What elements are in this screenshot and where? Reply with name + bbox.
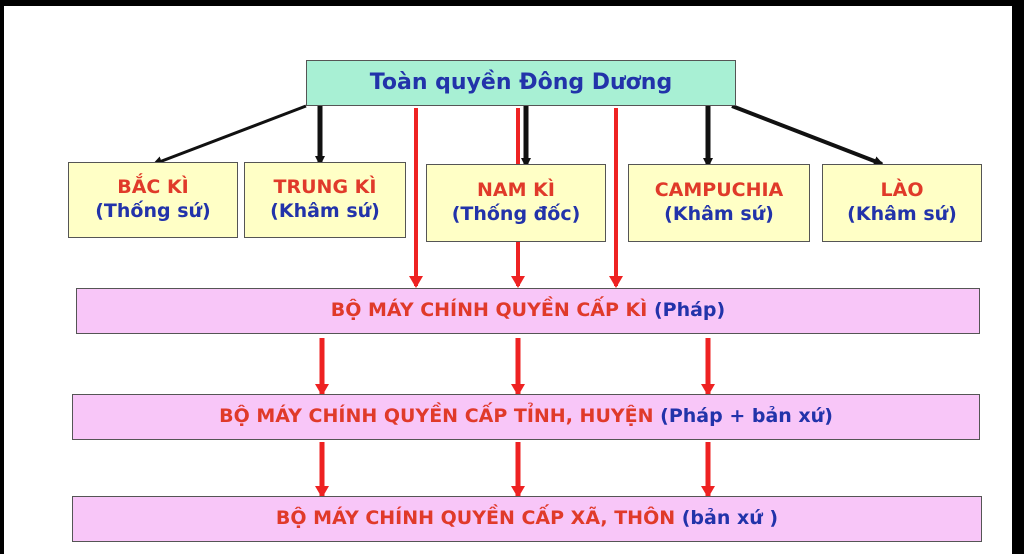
level-ki-box: BỘ MÁY CHÍNH QUYỀN CẤP KÌ (Pháp) — [76, 288, 980, 334]
governor-general-box: Toàn quyền Đông Dương — [306, 60, 736, 106]
level-note: (Pháp) — [653, 299, 726, 322]
arrow-layer — [152, 104, 884, 498]
level-tinh-huyen-box: BỘ MÁY CHÍNH QUYỀN CẤP TỈNH, HUYỆN (Pháp… — [72, 394, 980, 440]
level-main: BỘ MÁY CHÍNH QUYỀN CẤP TỈNH, HUYỆN — [219, 405, 661, 428]
region-name: TRUNG KÌ — [273, 176, 377, 199]
level-xa-thon-box: BỘ MÁY CHÍNH QUYỀN CẤP XÃ, THÔN (bản xứ … — [72, 496, 982, 542]
region-title: (Khâm sứ) — [270, 200, 380, 222]
level-note: (bản xứ ) — [681, 507, 779, 530]
region-title: (Thống đốc) — [451, 203, 581, 225]
arrow-to-bac-ki — [152, 104, 307, 166]
region-name: BẮC KÌ — [117, 176, 189, 199]
region-trung-ki: TRUNG KÌ (Khâm sứ) — [244, 162, 406, 238]
level-note: (Pháp + bản xứ) — [660, 405, 833, 428]
arrow-to-lao — [731, 104, 884, 166]
region-name: NAM KÌ — [477, 179, 555, 202]
region-lao: LÀO (Khâm sứ) — [822, 164, 982, 242]
region-name: CAMPUCHIA — [654, 179, 784, 202]
region-title: (Khâm sứ) — [664, 203, 774, 225]
governor-general-label: Toàn quyền Đông Dương — [369, 70, 673, 96]
level-main: BỘ MÁY CHÍNH QUYỀN CẤP KÌ — [330, 299, 654, 322]
region-campuchia: CAMPUCHIA (Khâm sứ) — [628, 164, 810, 242]
region-title: (Thống sứ) — [95, 200, 211, 222]
region-name: LÀO — [880, 179, 924, 202]
region-nam-ki: NAM KÌ (Thống đốc) — [426, 164, 606, 242]
region-bac-ki: BẮC KÌ (Thống sứ) — [68, 162, 238, 238]
region-title: (Khâm sứ) — [847, 203, 957, 225]
diagram-canvas: Toàn quyền Đông Dương BẮC KÌ (Thống sứ) … — [4, 6, 1012, 554]
level-main: BỘ MÁY CHÍNH QUYỀN CẤP XÃ, THÔN — [275, 507, 682, 530]
